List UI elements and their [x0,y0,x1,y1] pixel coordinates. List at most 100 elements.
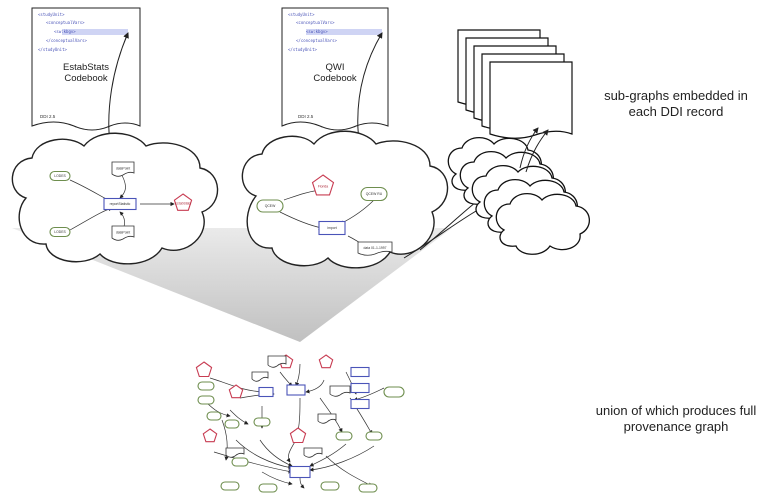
graph-edge [296,397,301,433]
note-node [111,225,135,241]
note-node [111,161,135,177]
xml-line: <conceptualVars> [296,20,335,25]
graph-edge [261,471,293,486]
entity-node [258,483,278,493]
entity-node [206,411,222,421]
caption-line: provenance graph [623,419,729,434]
entity-node [49,170,71,182]
note-node [303,447,323,458]
entity-node [224,419,240,429]
entity-node [231,457,249,467]
activity-node [318,220,346,236]
node-label: Florida [318,185,328,189]
document-title: EstabStats [63,62,109,73]
xml-highlight [62,29,128,35]
graph-edge [309,443,347,467]
entity-node [256,199,284,213]
agent-node [202,428,218,443]
union-provenance-graph [195,354,405,493]
entity-node [365,431,383,441]
node-label: dataPoint [116,231,130,235]
codebook-document-qwi: <studyUnit> <conceptualVars> <sw:kbgv> <… [281,7,389,131]
xml-line: </studyUnit> [38,47,67,52]
graph-edge [299,477,305,489]
entity-node [383,386,405,398]
xml-line: </conceptualVars> [296,38,338,43]
note-node [329,385,351,397]
note-node [225,447,245,458]
embed-arrow-stack [525,129,549,173]
entity-node [335,431,353,441]
document-title: QWI [326,62,345,73]
graph-edge [305,379,325,394]
entity-node [320,481,340,491]
stacked-cloud [495,193,590,255]
xml-line: <studyUnit> [288,12,315,17]
graph-edge [235,439,293,470]
activity-node [258,386,274,398]
xml-line: <conceptualVars> [46,20,85,25]
agent-node [228,384,244,399]
document-footer: DDI 2.5 [298,114,314,119]
agent-node [318,354,334,369]
node-label: QCEW RU [366,192,383,196]
graph-edge [286,439,297,463]
agent-node [195,361,213,378]
node-label: data 01-1-1997 [364,246,387,250]
agent-node [173,193,193,211]
xml-line: <studyUnit> [38,12,65,17]
xml-line: </studyUnit> [288,47,317,52]
entity-node [360,186,388,202]
xml-line: <sw:kbgv> [306,29,328,34]
entity-node [358,483,378,493]
document-title: Codebook [64,73,108,84]
graph-edge [213,451,293,474]
caption-line: union of which produces full [595,403,757,418]
graph-edge [259,439,293,467]
note-node [357,241,393,256]
embed-arrow-stack [519,127,539,169]
graph-edge [221,419,229,461]
note-node [317,413,337,424]
stacked-documents [457,29,573,139]
note-node [267,355,287,368]
activity-node [350,382,370,394]
graph-edge [295,363,301,387]
node-label: QCEW [265,204,276,208]
entity-node [220,481,240,491]
union-caption: union of which produces full provenance … [588,403,764,435]
caption-line: sub-graphs embedded in [604,88,748,103]
graph-edge [279,371,293,387]
node-label: LODES [54,230,66,234]
entity-node [49,226,71,238]
graph-edge [309,445,375,472]
activity-node [289,465,311,479]
node-label: LODES [54,174,66,178]
entity-node [197,395,215,405]
node-label: reportStatistic [110,202,131,206]
entity-node [197,381,215,391]
document-title: Codebook [313,73,357,84]
node-label: EstabStats [175,202,192,206]
node-label: import [327,226,336,230]
activity-node [286,384,306,396]
stacked-document [489,61,573,139]
codebook-document-estabstats: <studyUnit> <conceptualVars> <sw:kbgv> <… [31,7,141,131]
agent-node [289,427,307,444]
subgraphs-caption: sub-graphs embedded in each DDI record [588,88,764,120]
activity-node [350,366,370,378]
graph-edge [229,409,249,425]
node-label: dataPoint [116,167,130,171]
activity-node [103,197,137,211]
entity-node [253,417,271,427]
document-footer: DDI 2.5 [40,114,56,119]
note-node [251,371,269,382]
xml-highlight [306,29,382,35]
xml-line: <sw:kbgv> [54,29,76,34]
caption-line: each DDI record [628,104,724,119]
xml-line: </conceptualVars> [46,38,88,43]
activity-node [350,398,370,410]
